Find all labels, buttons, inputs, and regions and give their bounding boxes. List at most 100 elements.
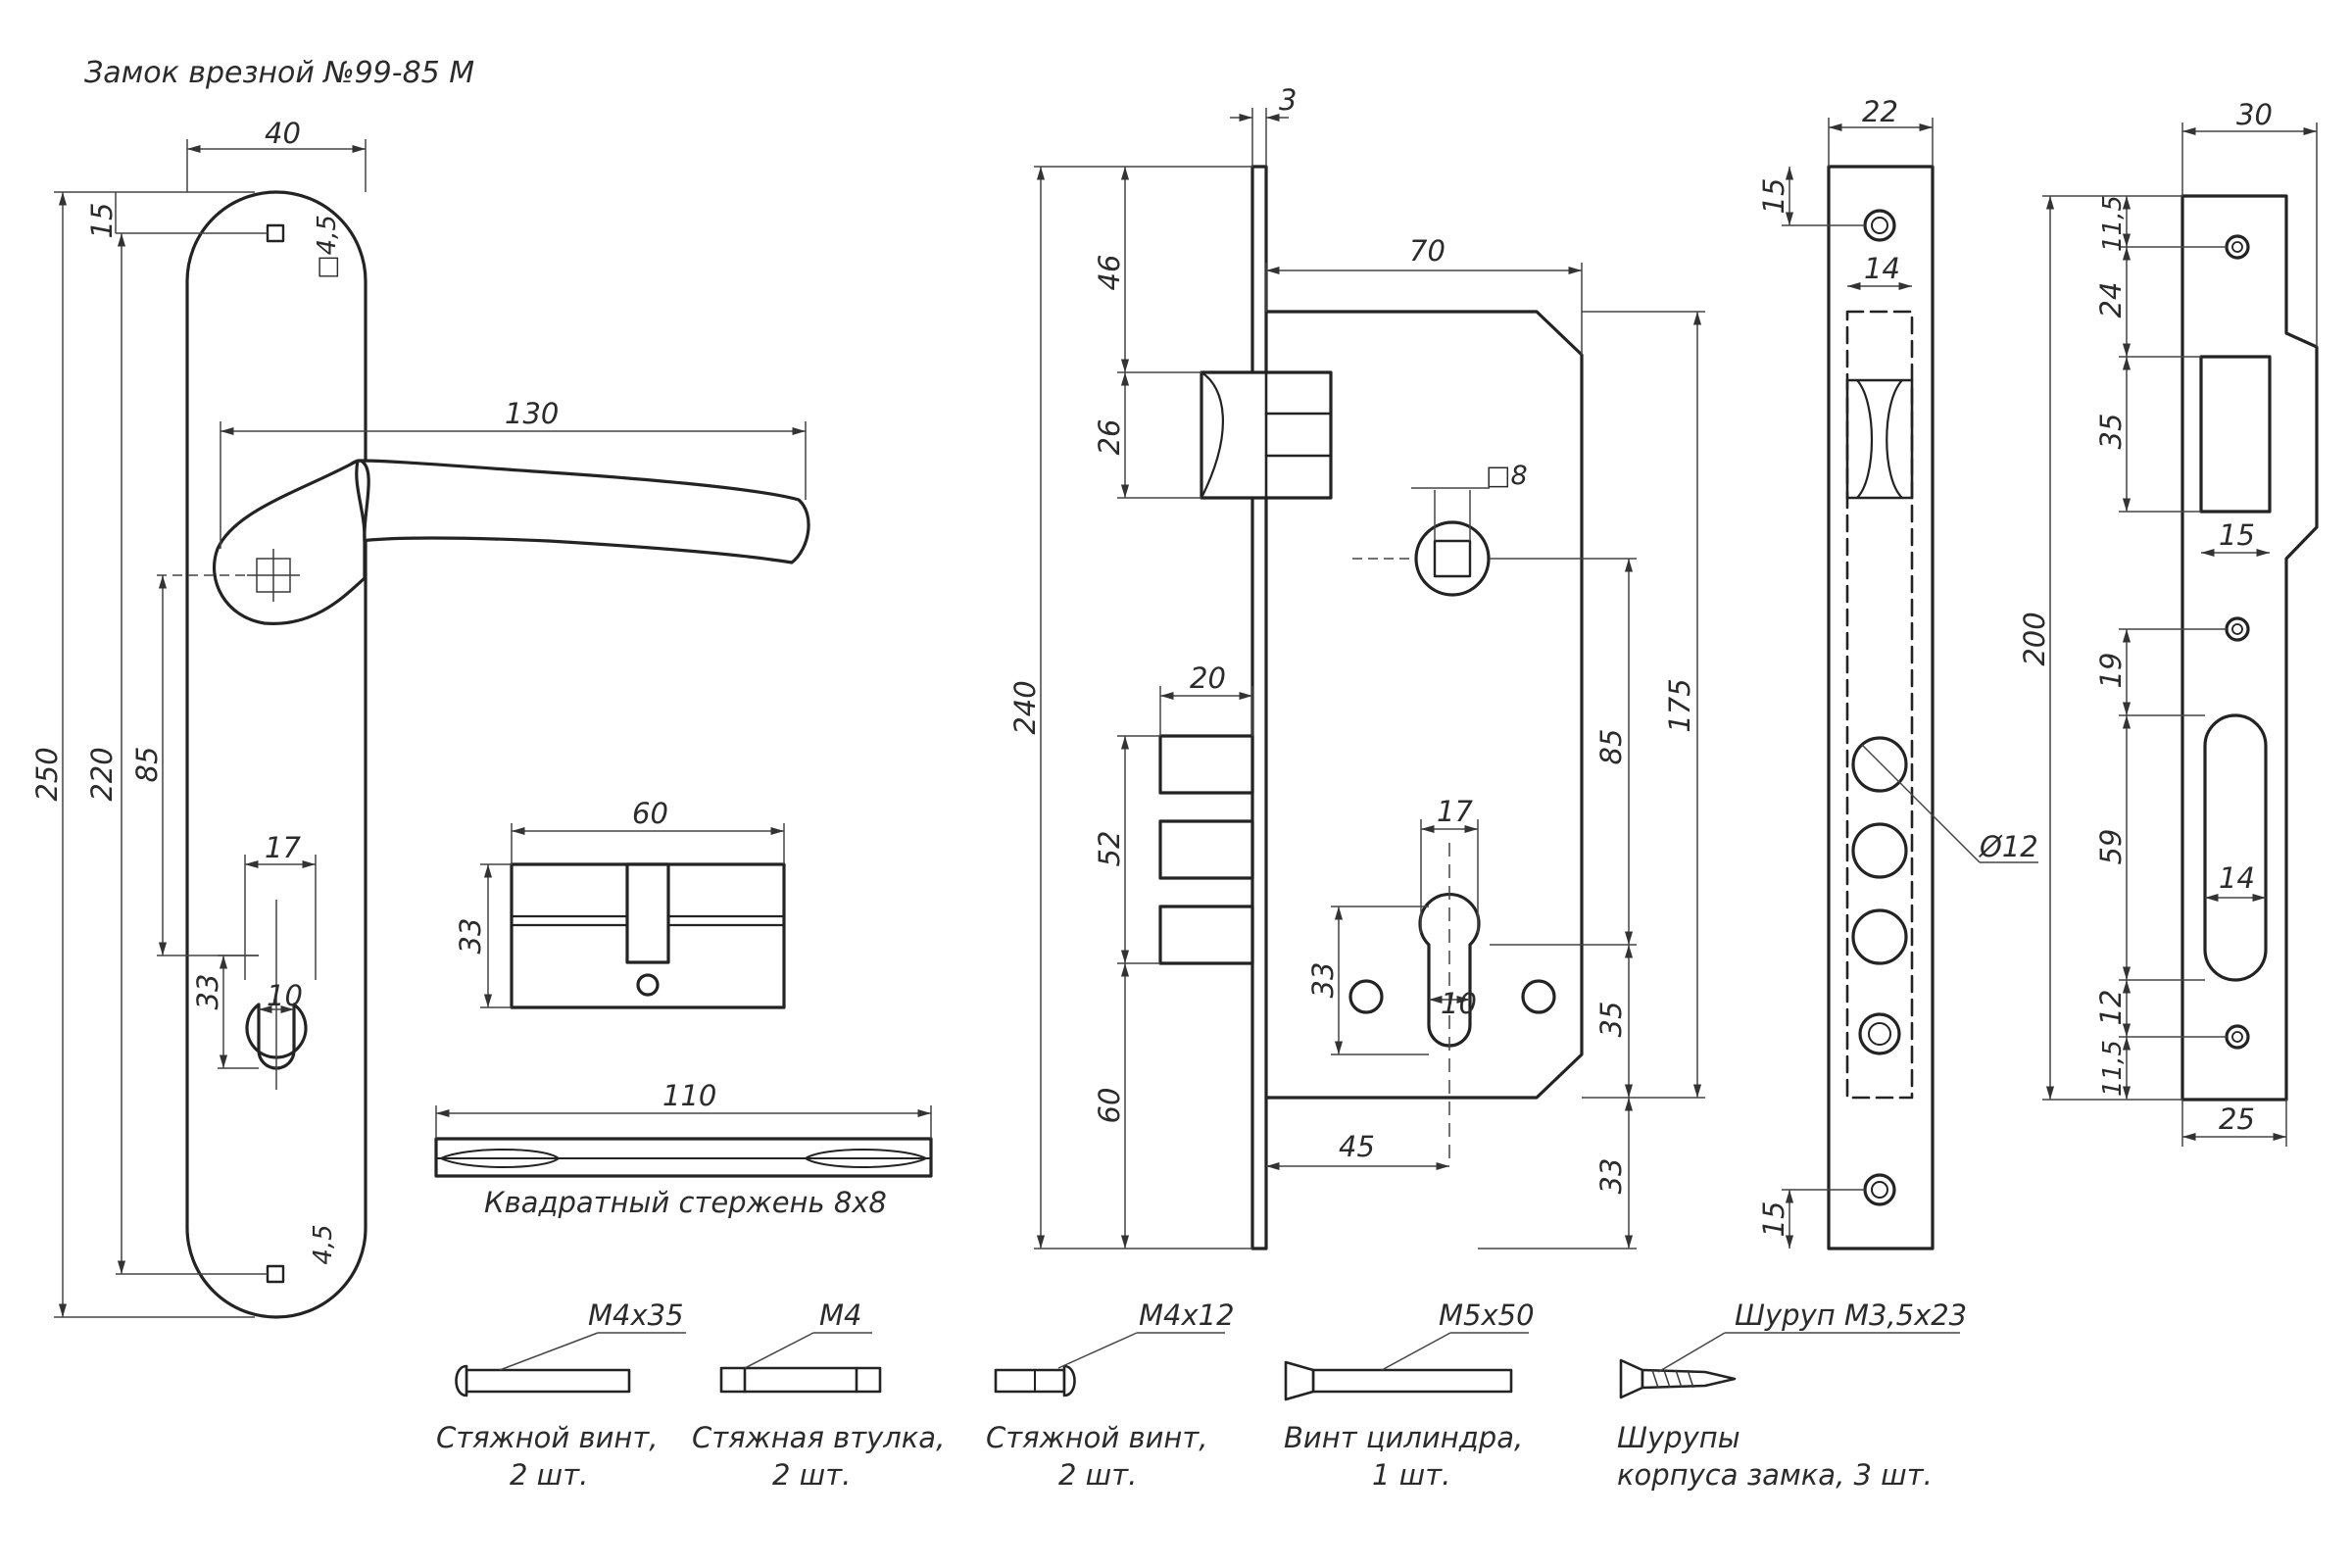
dim-top-to-latch: 46 [1093, 255, 1126, 291]
dim-strike-bottom-width: 25 [2219, 1102, 2255, 1136]
drawing-title: Замок врезной №99-85 М [84, 56, 474, 90]
hardware-caption1-2: Стяжная втулка, [692, 1421, 945, 1454]
dim-cyl-to-bottom: 33 [1594, 1158, 1628, 1195]
dim-strike-24: 24 [2094, 282, 2128, 318]
dim-strike-59: 59 [2094, 829, 2128, 865]
dim-axis-distance: 85 [130, 747, 164, 783]
handle-view: 40 250 220 15 □4,5 4,5 130 85 17 [30, 117, 810, 1319]
hardware-caption1-3: Стяжной винт, [986, 1421, 1208, 1454]
dim-spindle-length: 110 [662, 1079, 716, 1112]
strike-plate-view: 30 25 200 11,5 24 35 19 59 12 11,5 [2018, 98, 2319, 1147]
spindle-hub [1414, 520, 1491, 597]
dim-bolts-span: 52 [1093, 831, 1126, 867]
faceplate-mid-screw [1858, 1012, 1901, 1055]
dim-strike-12: 12 [2094, 990, 2128, 1026]
dim-faceplate-thickness: 3 [1279, 83, 1297, 117]
dim-strike-19: 19 [2094, 653, 2128, 689]
case-screw-right [1521, 979, 1556, 1014]
dim-faceplate-inner-width: 14 [1864, 252, 1900, 285]
dim-lock-cyl-height: 33 [1306, 962, 1340, 999]
strike-latch-slot [2199, 355, 2272, 514]
dim-bottom-offset: 60 [1093, 1088, 1126, 1124]
handle-backplate [185, 190, 368, 1319]
dim-lever-length: 130 [505, 397, 559, 430]
hardware-item-4: M5x50 Винт цилиндра, 1 шт. [1284, 1298, 1535, 1492]
dim-lock-cyl-width: 17 [1437, 795, 1473, 828]
dim-strike-35: 35 [2094, 414, 2128, 450]
hardware-caption1-5: Шурупы [1617, 1421, 1740, 1454]
hardware-size-2: M4 [819, 1298, 861, 1332]
hardware-item-2: M4 Стяжная втулка, 2 шт. [692, 1298, 945, 1492]
hardware-size-5: Шуруп М3,5x23 [1735, 1298, 1967, 1332]
dim-case-depth: 70 [1409, 234, 1446, 268]
cylinder-screw-hole [636, 973, 660, 997]
dim-lock-square: □8 [1486, 461, 1528, 491]
strike-bottom-screw [2225, 1024, 2250, 1050]
dim-case-height: 175 [1663, 678, 1696, 732]
hardware-item-3: M4x12 Стяжной винт, 2 шт. [986, 1298, 1235, 1492]
dim-faceplate-top: 15 [1757, 178, 1790, 215]
hardware-size-3: M4x12 [1139, 1298, 1235, 1332]
dim-strike-11-5-top: 11,5 [2098, 195, 2128, 252]
dim-strike-width: 30 [2236, 98, 2273, 131]
hardware-list: M4x35 Стяжной винт, 2 шт. M4 Стяжная вту… [436, 1298, 1967, 1492]
deadbolt-3 [1158, 905, 1254, 965]
faceplate-view: 22 14 15 15 Ø12 [1757, 95, 2038, 1250]
lever-handle [335, 459, 810, 564]
lock-cylinder-cutout [1418, 892, 1481, 1048]
dim-lock-height: 240 [1008, 680, 1042, 734]
faceplate-strip [1827, 165, 1935, 1250]
hardware-item-5: Шуруп М3,5x23 Шурупы корпуса замка, 3 шт… [1617, 1298, 1967, 1492]
handle-cylinder-cutout [245, 1003, 308, 1070]
faceplate-bottom-screw [1863, 1173, 1896, 1206]
faceplate-latch-window [1845, 378, 1914, 500]
faceplate-bolt-hole-1 [1851, 736, 1908, 793]
cylinder-cam [625, 862, 670, 964]
dim-handle-height: 250 [30, 747, 64, 801]
dim-square-hole: □4,5 [313, 215, 342, 279]
hardware-caption1-1: Стяжной винт, [436, 1421, 659, 1454]
faceplate-inner-cutout [1845, 310, 1914, 1100]
strike-top-screw [2225, 234, 2250, 260]
lock-case [1264, 310, 1584, 1100]
dim-strike-bolt-slot-width: 14 [2219, 861, 2255, 895]
case-screw-left [1348, 979, 1384, 1014]
dim-lock-cyl-slot: 10 [1441, 987, 1477, 1020]
dim-strike-height: 200 [2018, 612, 2051, 665]
dim-handle-cyl-slot: 10 [267, 979, 303, 1012]
faceplate-bolt-hole-2 [1851, 822, 1908, 879]
dim-strike-11-5-bottom: 11,5 [2098, 1040, 2128, 1097]
dim-cylinder-height: 33 [454, 918, 487, 955]
strike-mid-screw [2225, 616, 2250, 642]
dim-screw-spacing: 220 [85, 747, 119, 801]
deadbolt-2 [1158, 819, 1254, 880]
hardware-size-4: M5x50 [1439, 1298, 1535, 1332]
hardware-caption2-5: корпуса замка, 3 шт. [1617, 1458, 1933, 1492]
hardware-caption2-2: 2 шт. [772, 1458, 851, 1492]
dim-bottom-square-hole: 4,5 [309, 1224, 338, 1264]
strike-bolt-slot [2203, 713, 2268, 982]
dim-top-screw-offset: 15 [85, 203, 119, 239]
deadbolt-1 [1158, 734, 1254, 795]
faceplate-top-screw [1863, 209, 1896, 242]
hardware-size-1: M4x35 [588, 1298, 684, 1332]
strike-plate [2180, 194, 2319, 1102]
top-screw-square [266, 223, 285, 243]
hardware-caption2-4: 1 шт. [1372, 1458, 1450, 1492]
spindle-caption: Квадратный стержень 8x8 [484, 1186, 887, 1219]
spindle-square [1433, 539, 1472, 578]
dim-handle-to-cyl: 85 [1594, 729, 1628, 765]
dim-strike-latch-slot-width: 15 [2219, 518, 2255, 552]
dim-handle-width: 40 [265, 117, 301, 150]
dim-faceplate-bottom: 15 [1757, 1201, 1790, 1238]
hardware-caption2-1: 2 шт. [510, 1458, 588, 1492]
dim-cylinder-length: 60 [632, 797, 668, 830]
lever-rose [212, 459, 367, 625]
dim-cyl-to-case-bottom: 35 [1594, 1002, 1628, 1038]
dim-bolt-length: 20 [1190, 662, 1226, 695]
hardware-caption2-3: 2 шт. [1058, 1458, 1137, 1492]
spindle-view: 110 Квадратный стержень 8x8 [434, 1079, 933, 1219]
cylinder-view: 60 33 [454, 797, 786, 1009]
bottom-screw-square [266, 1264, 285, 1284]
